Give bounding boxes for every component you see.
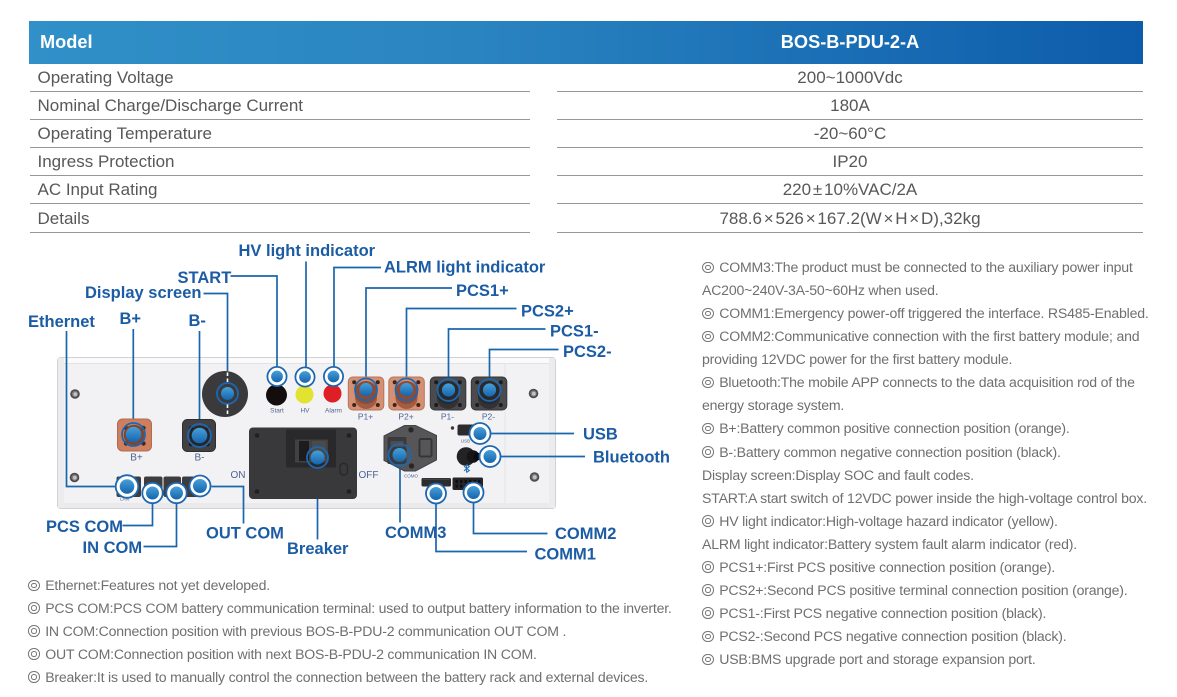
svg-text:USB: USB <box>461 439 470 444</box>
svg-text:PCS COM: PCS COM <box>46 518 123 536</box>
svg-text:Alarm: Alarm <box>325 408 342 415</box>
svg-text:P2-: P2- <box>482 412 495 422</box>
svg-text:ALRM light indicator: ALRM light indicator <box>384 259 546 277</box>
svg-text:Display screen: Display screen <box>85 284 201 302</box>
svg-text:P1+: P1+ <box>358 412 373 422</box>
svg-text:START: START <box>178 269 232 287</box>
svg-text:COMO: COMO <box>404 474 418 479</box>
svg-text:P1-: P1- <box>441 412 454 422</box>
svg-text:COMM2: COMM2 <box>555 525 616 543</box>
svg-text:B-: B- <box>195 453 205 464</box>
svg-text:P2+: P2+ <box>398 412 413 422</box>
svg-text:B+: B+ <box>130 453 143 464</box>
svg-text:PCS2-: PCS2- <box>563 343 612 361</box>
svg-text:OFF: OFF <box>359 470 379 481</box>
svg-text:USB: USB <box>583 426 618 444</box>
svg-text:PCS2+: PCS2+ <box>521 303 574 321</box>
svg-text:COMM3: COMM3 <box>385 524 446 542</box>
svg-text:OUT COM: OUT COM <box>206 525 284 543</box>
svg-text:PCS1-: PCS1- <box>550 323 599 341</box>
svg-text:LAN: LAN <box>120 497 129 502</box>
svg-text:Bluetooth: Bluetooth <box>593 449 670 467</box>
svg-text:ON: ON <box>231 470 246 481</box>
svg-text:B+: B+ <box>120 310 142 328</box>
svg-text:B-: B- <box>189 312 206 330</box>
svg-text:COMM1: COMM1 <box>535 546 596 564</box>
svg-text:Ethernet: Ethernet <box>28 313 95 331</box>
svg-text:HV: HV <box>300 408 310 415</box>
svg-text:Breaker: Breaker <box>287 540 349 558</box>
svg-text:IN COM: IN COM <box>83 539 143 557</box>
svg-text:PCS1+: PCS1+ <box>456 282 509 300</box>
svg-text:HV light indicator: HV light indicator <box>239 242 376 260</box>
svg-text:Start: Start <box>270 408 284 415</box>
